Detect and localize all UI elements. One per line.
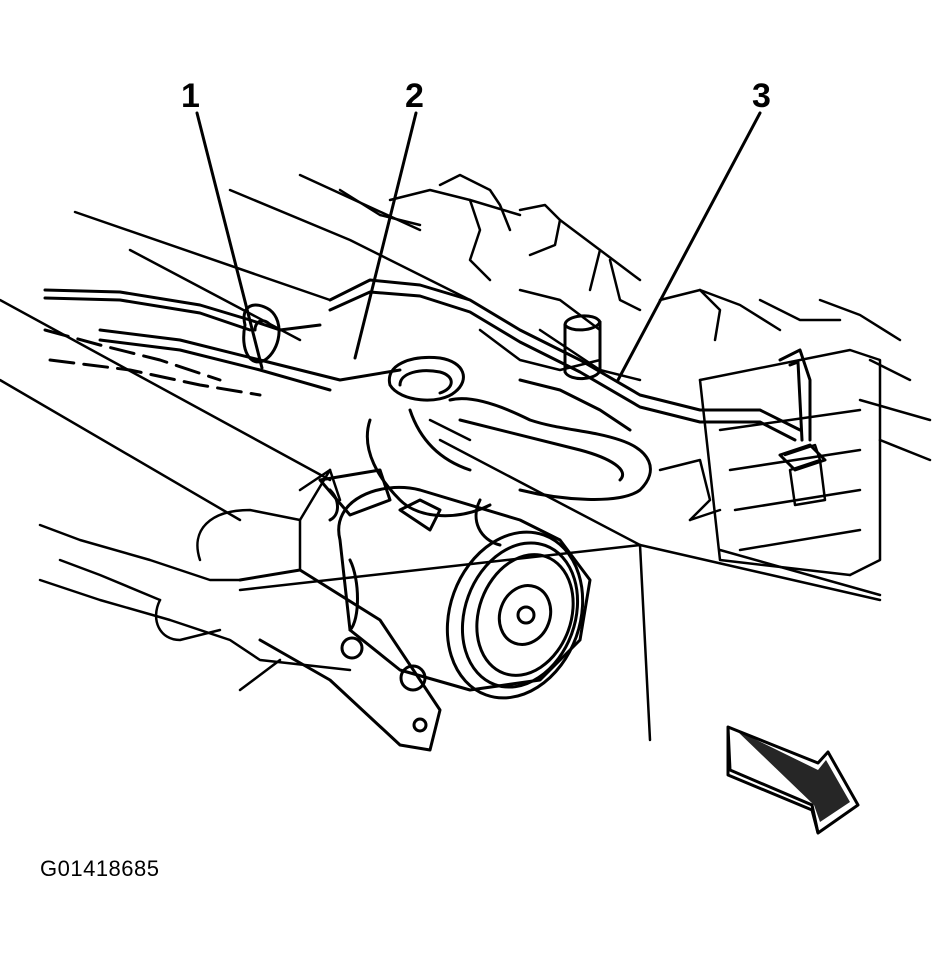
compressor — [238, 468, 592, 752]
condenser — [658, 348, 882, 577]
front-direction-arrow — [726, 725, 860, 835]
callout-leader-2 — [353, 111, 418, 360]
lower-chassis — [0, 248, 352, 692]
callout-leader-1 — [195, 111, 264, 370]
callout-3: 3 — [752, 77, 771, 115]
callout-1: 1 — [181, 77, 200, 115]
callout-2: 2 — [405, 77, 424, 115]
frame-panel — [238, 438, 882, 742]
compressor-hose-assembly — [365, 314, 652, 547]
callout-leader-3 — [616, 111, 762, 382]
engine-background-structure — [73, 173, 932, 462]
figure-id: G01418685 — [40, 856, 160, 881]
callouts: 1 2 3 — [181, 77, 771, 115]
callout-leaders — [195, 111, 762, 382]
